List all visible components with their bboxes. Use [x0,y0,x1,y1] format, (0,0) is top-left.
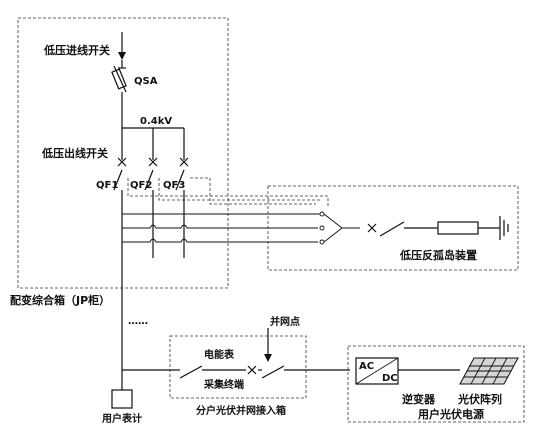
user-pv-power-boundary [347,345,525,423]
control-signal-lines [127,177,329,206]
pv-access-switch-symbols [174,365,350,379]
incoming-arrow [118,32,126,60]
jp-cabinet-boundary [17,17,229,289]
anti-islanding-feed-lines [122,211,360,245]
qsa-switch-symbol [111,60,127,122]
qf1-label: QF1 [96,180,118,191]
lv-outgoing-switch-label: 低压出线开关 [41,146,108,160]
pv-array-label: 光伏阵列 [457,392,502,406]
qf2-label: QF2 [130,180,152,191]
user-pv-power-label: 用户光伏电源 [418,407,484,421]
inverter-symbol [355,357,460,385]
inverter-label: 逆变器 [402,392,436,406]
lv-incoming-switch-label: 低压进线开关 [43,43,110,57]
user-meter-box [111,389,133,409]
anti-islanding-switch-symbol [367,216,509,240]
dc-label: DC [382,373,398,384]
grid-point-arrow [264,328,272,362]
energy-meter-label: 电能表 [204,348,235,361]
qsa-label: QSA [134,76,158,87]
pv-array-symbol [459,357,519,385]
qf3-breaker-symbol [175,157,189,258]
anti-islanding-boundary [267,185,519,271]
qf3-label: QF3 [163,180,185,191]
collection-terminal-label: 采集终端 [203,378,244,391]
grid-point-label: 并网点 [270,315,300,328]
continuation-dots: …… [128,316,148,327]
pv-access-box-boundary [169,335,307,399]
jp-cabinet-label: 配变综合箱（JP柜） [10,293,110,307]
anti-islanding-label: 低压反孤岛装置 [399,248,477,262]
ac-label: AC [359,361,374,372]
qf2-breaker-symbol [144,157,158,258]
user-meter-label: 用户表计 [101,412,142,425]
pv-access-box-label: 分户光伏并网接入箱 [196,404,286,417]
qf1-breaker-symbol [113,157,127,390]
voltage-label: 0.4kV [140,116,172,127]
